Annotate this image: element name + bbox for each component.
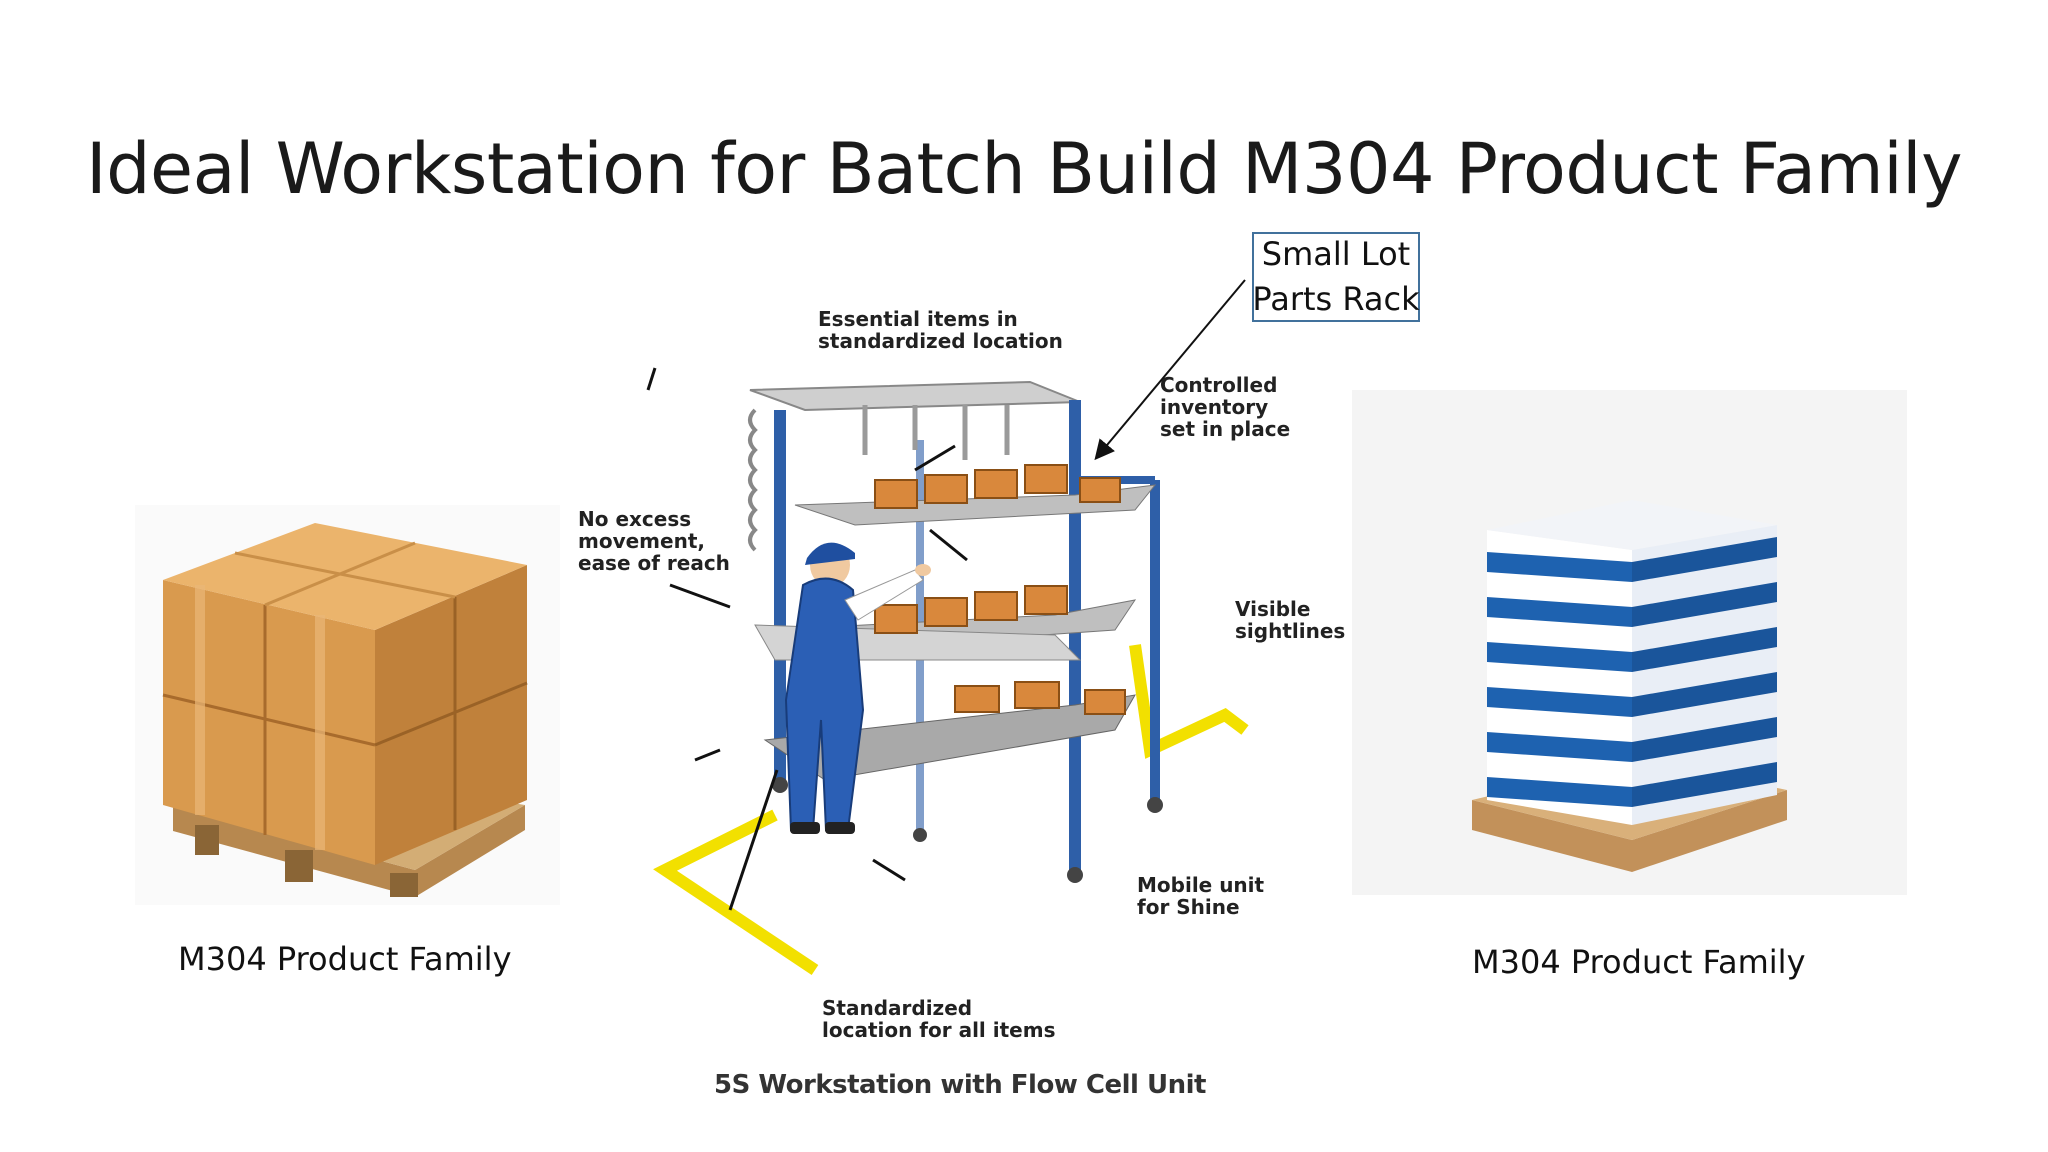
callout-arrow [1094,279,1246,461]
label-controlled-inventory: Controlled inventory set in place [1160,373,1291,441]
left-caption: M304 Product Family [178,940,512,978]
slide-title: Ideal Workstation for Batch Build M304 P… [85,128,1963,210]
worker-figure [784,542,931,834]
label-no-excess-movement: No excess movement, ease of reach [578,507,730,575]
label-essential-items: Essential items in standardized location [818,307,1063,353]
left-boxes-pallet-image [135,505,560,905]
diagram-caption: 5S Workstation with Flow Cell Unit [714,1070,1206,1100]
right-caption: M304 Product Family [1472,943,1806,981]
crate-band-front [1487,642,1632,672]
label-standardized-location: Standardized location for all items [822,996,1056,1042]
label-visible-sightlines: Visible sightlines [1235,597,1346,643]
callout-line-1: Small Lot [1261,235,1411,273]
crate-band-front [1487,597,1632,627]
crate-band-side [1632,717,1777,762]
crate-band-side [1632,672,1777,717]
label-mobile-unit: Mobile unit for Shine [1137,873,1265,919]
crate-band-front [1487,777,1632,807]
crate-band-front [1487,732,1632,762]
workstation-diagram [646,367,1249,975]
floor-marking-left [653,809,819,975]
crate-band-side [1632,582,1777,627]
crate-band-front [1487,552,1632,582]
crate-band-side [1632,537,1777,582]
crate-band-front [1487,687,1632,717]
right-crates-pallet-image [1352,390,1907,895]
crate-band-side [1632,627,1777,672]
crate-band-side [1632,762,1777,807]
small-lot-parts-rack-callout: Small Lot Parts Rack [1252,232,1420,322]
callout-line-2: Parts Rack [1252,280,1420,318]
floor-marking-right [1129,644,1249,759]
